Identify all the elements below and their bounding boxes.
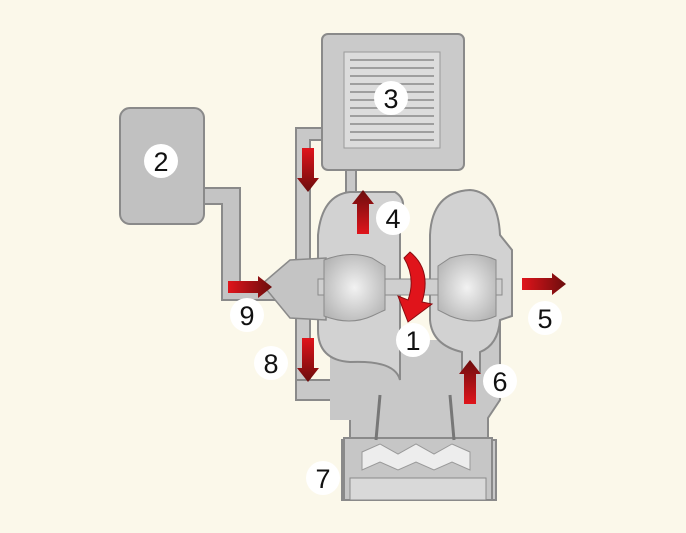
svg-text:9: 9 — [239, 301, 254, 331]
arrow-8-down — [297, 338, 319, 382]
svg-text:3: 3 — [383, 84, 398, 114]
component-2-box — [119, 107, 291, 301]
label-1: 1 — [396, 323, 430, 357]
label-9: 9 — [230, 298, 264, 332]
svg-text:6: 6 — [492, 367, 507, 397]
svg-text:5: 5 — [537, 304, 552, 334]
arrow-4-up — [352, 190, 374, 234]
compressor-wheel — [323, 254, 386, 322]
label-7: 7 — [306, 461, 340, 495]
svg-text:8: 8 — [263, 349, 278, 379]
arrow-1-rotation — [397, 251, 434, 323]
label-6: 6 — [483, 364, 517, 398]
turbine-wheel — [437, 254, 497, 322]
turbo-shaft — [317, 254, 503, 322]
svg-text:4: 4 — [385, 204, 400, 234]
label-8: 8 — [254, 346, 288, 380]
label-5: 5 — [528, 301, 562, 335]
svg-text:7: 7 — [315, 464, 330, 494]
svg-text:2: 2 — [153, 147, 168, 177]
svg-text:1: 1 — [405, 326, 420, 356]
label-2: 2 — [144, 144, 178, 178]
arrow-6-up — [459, 360, 481, 404]
arrow-9-intake — [228, 276, 272, 298]
arrow-down-to-intercooler — [297, 148, 319, 192]
label-4: 4 — [376, 201, 410, 235]
engine-housing — [295, 299, 501, 501]
label-3: 3 — [374, 81, 408, 115]
arrow-5-exhaust-out — [522, 273, 566, 295]
